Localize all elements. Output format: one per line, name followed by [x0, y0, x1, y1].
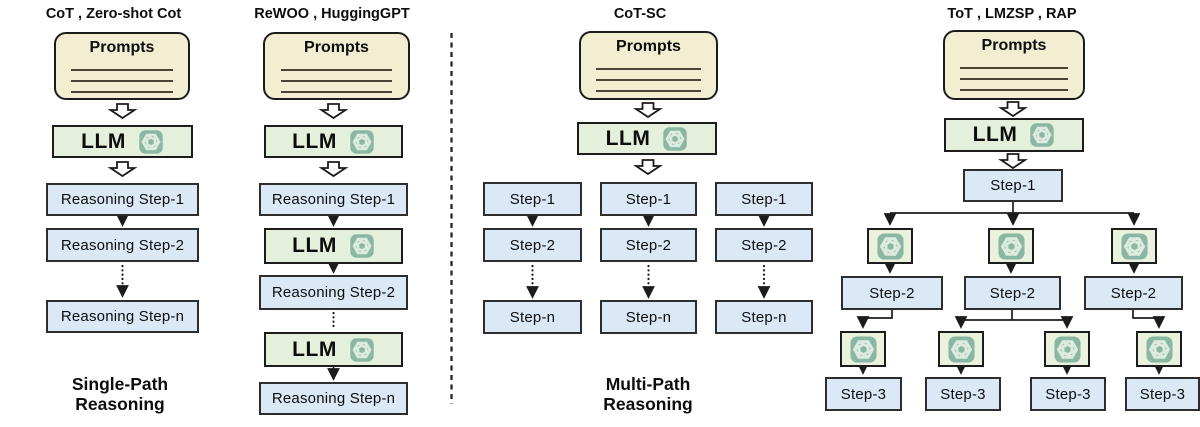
- prompts-label: Prompts: [981, 37, 1047, 54]
- gpt-icon: [137, 128, 164, 155]
- step-3-box: Step-3: [925, 377, 1001, 411]
- gpt-node-box: [867, 228, 913, 264]
- prompts-box: Prompts: [943, 30, 1085, 100]
- llm-box: LLM: [264, 125, 403, 158]
- llm-label: LLM: [292, 337, 337, 361]
- prompt-line: [280, 91, 393, 93]
- block-arrow-down: [107, 103, 138, 120]
- single-path-reasoning-label: Single-Path Reasoning: [71, 374, 169, 415]
- prompt-text-lines: [70, 60, 174, 93]
- prompt-line: [595, 79, 702, 81]
- gpt-icon: [348, 336, 375, 363]
- gpt-node-box: [1111, 228, 1157, 264]
- prompt-line: [70, 69, 174, 71]
- gpt-icon: [348, 233, 375, 259]
- panel-header: CoT-SC: [613, 6, 667, 22]
- gpt-icon: [848, 334, 878, 364]
- prompt-line: [280, 80, 393, 82]
- panel-header: CoT , Zero-shot Cot: [45, 6, 182, 22]
- gpt-icon: [1144, 334, 1174, 364]
- gpt-node-box: [840, 331, 886, 367]
- gpt-icon: [946, 334, 976, 364]
- prompt-line: [960, 67, 1068, 69]
- llm-box: LLM: [264, 332, 403, 367]
- block-arrow-down: [998, 153, 1028, 170]
- step-2-box: Step-2: [483, 228, 582, 262]
- step-3-box: Step-3: [825, 377, 902, 411]
- llm-label: LLM: [81, 129, 126, 153]
- step-3-box: Step-3: [1030, 377, 1106, 411]
- gpt-icon: [348, 128, 375, 155]
- panel-header: ReWOO , HuggingGPT: [254, 6, 410, 22]
- llm-box: LLM: [577, 122, 717, 155]
- multi-path-reasoning-label: Multi-Path Reasoning: [603, 374, 693, 415]
- gpt-icon: [1119, 231, 1149, 261]
- block-arrow-down: [633, 159, 663, 176]
- gpt-node-box: [938, 331, 984, 367]
- llm-label: LLM: [972, 123, 1018, 146]
- gpt-icon: [875, 231, 905, 261]
- prompt-text-lines: [960, 58, 1068, 91]
- prompt-line: [595, 90, 702, 92]
- llm-box: LLM: [944, 118, 1084, 152]
- prompt-line: [280, 69, 393, 71]
- step-n-box: Step-n: [483, 300, 582, 334]
- llm-label: LLM: [292, 234, 337, 257]
- prompt-line: [960, 78, 1068, 80]
- step-2-box: Step-2: [715, 228, 813, 262]
- llm-label: LLM: [605, 126, 651, 150]
- gpt-icon: [662, 125, 689, 152]
- prompt-line: [70, 91, 174, 93]
- step-2-box: Step-2: [1084, 276, 1183, 310]
- block-arrow-down: [318, 103, 349, 120]
- prompt-line: [960, 89, 1068, 91]
- gpt-node-box: [988, 228, 1034, 264]
- reasoning-step-1-box: Reasoning Step-1: [259, 183, 408, 216]
- prompts-label: Prompts: [89, 39, 155, 56]
- block-arrow-down: [633, 102, 663, 119]
- prompts-box: Prompts: [54, 32, 190, 100]
- gpt-node-box: [1044, 331, 1090, 367]
- step-3-box: Step-3: [1125, 377, 1200, 411]
- prompts-box: Prompts: [263, 32, 410, 100]
- gpt-icon: [996, 231, 1026, 261]
- reasoning-step-2-box: Reasoning Step-2: [46, 228, 199, 262]
- block-arrow-down: [107, 161, 138, 178]
- reasoning-step-2-box: Reasoning Step-2: [259, 275, 408, 310]
- llm-box: LLM: [52, 125, 193, 158]
- prompts-label: Prompts: [304, 39, 369, 56]
- gpt-icon: [1052, 334, 1082, 364]
- prompts-box: Prompts: [579, 31, 718, 100]
- step-n-box: Step-n: [600, 300, 697, 334]
- llm-box: LLM: [264, 228, 403, 264]
- step-1-box: Step-1: [715, 182, 813, 216]
- step-2-box: Step-2: [964, 276, 1061, 310]
- reasoning-step-1-box: Reasoning Step-1: [46, 183, 199, 216]
- reasoning-step-n-box: Reasoning Step-n: [46, 300, 199, 333]
- llm-label: LLM: [292, 129, 337, 153]
- panel-header: ToT , LMZSP , RAP: [947, 6, 1077, 22]
- block-arrow-down: [318, 161, 349, 178]
- prompts-label: Prompts: [616, 38, 681, 55]
- prompt-text-lines: [280, 60, 393, 93]
- step-2-box: Step-2: [841, 276, 943, 310]
- step-n-box: Step-n: [715, 300, 813, 334]
- reasoning-step-n-box: Reasoning Step-n: [259, 382, 408, 415]
- step-1-box: Step-1: [963, 169, 1063, 202]
- step-1-box: Step-1: [483, 182, 582, 216]
- prompt-line: [595, 68, 702, 70]
- block-arrow-down: [998, 101, 1028, 118]
- step-1-box: Step-1: [600, 182, 697, 216]
- prompt-text-lines: [595, 59, 702, 92]
- gpt-node-box: [1136, 331, 1182, 367]
- gpt-icon: [1029, 122, 1056, 148]
- prompt-line: [70, 80, 174, 82]
- step-2-box: Step-2: [600, 228, 697, 262]
